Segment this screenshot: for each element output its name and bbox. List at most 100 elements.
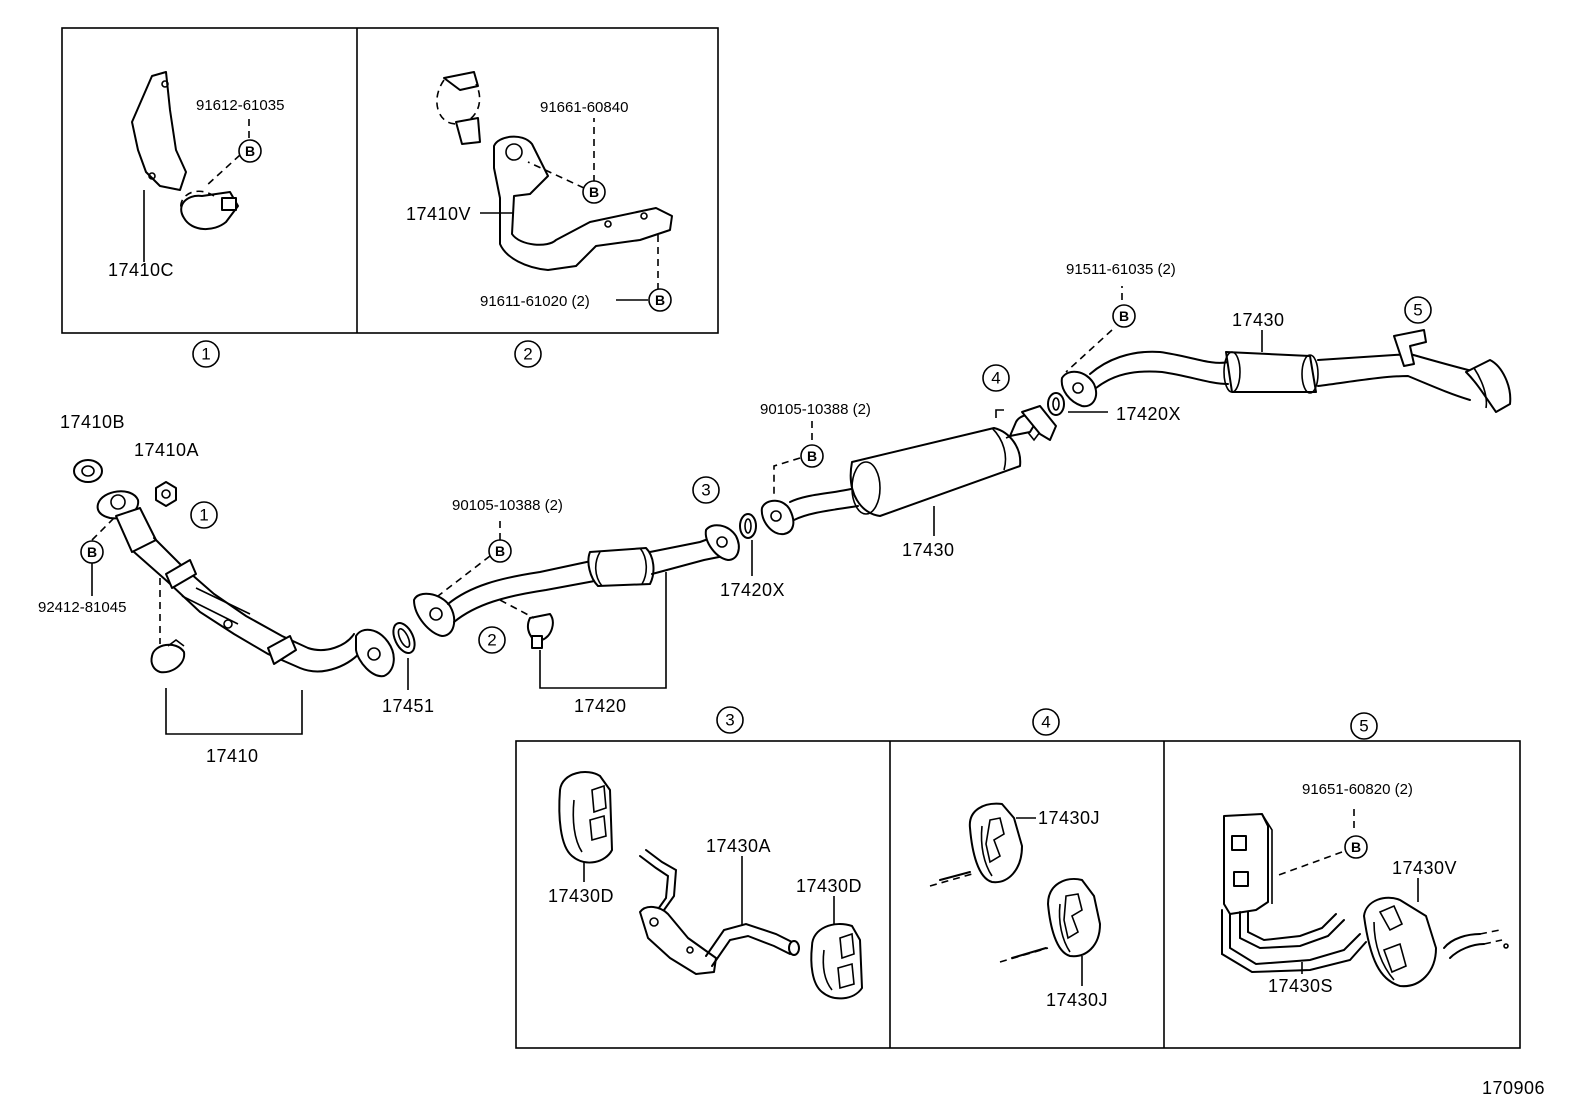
bracket-line-17420 [539, 572, 667, 689]
insulator-rod-a-solid [939, 871, 971, 881]
bolt-callout: B [80, 540, 104, 564]
label-90105-10388-b: 90105-10388 (2) [760, 401, 871, 418]
bolt-callout: B [238, 139, 262, 163]
svg-text:3: 3 [725, 711, 734, 730]
label-91511-61035: 91511-61035 (2) [1066, 261, 1176, 278]
label-17430-a: 17430 [902, 540, 955, 560]
svg-text:B: B [655, 292, 665, 308]
svg-text:B: B [1119, 308, 1129, 324]
leader-92412-81045 [91, 515, 117, 541]
svg-text:2: 2 [487, 631, 496, 650]
front-pipe-17410 [96, 490, 395, 678]
tail-tube-stub [1443, 933, 1485, 959]
label-91651-60820: 91651-60820 (2) [1302, 781, 1413, 798]
muffler-17430 [760, 405, 1057, 536]
label-17410c: 17410C [108, 260, 174, 280]
label-17430-b: 17430 [1232, 310, 1285, 330]
hanger-17430d-b [810, 923, 863, 1000]
svg-text:3: 3 [701, 481, 710, 500]
svg-text:4: 4 [991, 369, 1000, 388]
label-17410v: 17410V [406, 204, 471, 224]
bolt-callout: B [1344, 835, 1368, 859]
label-17410: 17410 [206, 746, 259, 766]
label-91611-61020: 91611-61020 (2) [480, 293, 590, 310]
label-17430j-b: 17430J [1046, 990, 1108, 1010]
svg-text:B: B [807, 448, 817, 464]
clamp-17410-lower [150, 639, 186, 674]
bracket-17410c [131, 71, 239, 230]
callout-5: 5 [1350, 712, 1378, 740]
bracket-17430s [1221, 813, 1367, 974]
clamp-17420 [526, 613, 554, 649]
callout-1: 1 [192, 340, 220, 368]
label-17430j-a: 17430J [1038, 808, 1100, 828]
callout-2: 2 [478, 626, 506, 654]
clamp-upper [436, 71, 481, 145]
label-17451: 17451 [382, 696, 435, 716]
label-17420: 17420 [574, 696, 627, 716]
svg-text:4: 4 [1041, 713, 1050, 732]
svg-text:5: 5 [1359, 717, 1368, 736]
bracket-line-17410 [165, 688, 303, 735]
detail-box-3-4-5 [515, 740, 1521, 1049]
label-92412-81045: 92412-81045 [38, 599, 126, 616]
leader-91511-61035 [1065, 286, 1123, 373]
svg-text:1: 1 [199, 506, 208, 525]
svg-text:B: B [87, 544, 97, 560]
label-90105-10388-a: 90105-10388 (2) [452, 497, 563, 514]
bolt-callout: B [582, 180, 606, 204]
label-91661-60840: 91661-60840 [540, 99, 628, 116]
bolt-callout: B [800, 444, 824, 468]
center-pipe-17420 [413, 524, 740, 637]
nut-17410a [155, 481, 177, 507]
label-17430d-a: 17430D [548, 886, 614, 906]
detail-box-1-2 [61, 27, 719, 334]
label-17430a: 17430A [706, 836, 771, 856]
hanger-17430a [639, 849, 800, 975]
bolt-callout: B [648, 288, 672, 312]
svg-text:B: B [495, 543, 505, 559]
insulator-rod-a [929, 873, 973, 887]
svg-text:B: B [245, 143, 255, 159]
diagram-code: 170906 [1482, 1078, 1545, 1098]
hanger-17430d-a [558, 771, 613, 864]
bolt-callout: B [1112, 304, 1136, 328]
label-17410b: 17410B [60, 412, 125, 432]
callout-3: 3 [716, 706, 744, 734]
bracket-17410v [493, 135, 673, 271]
tail-pipe-17430 [1060, 329, 1512, 413]
gasket-17420x-b [1047, 392, 1065, 416]
callout-3: 3 [692, 476, 720, 504]
leader-clamp-17420 [499, 599, 535, 619]
leader-90105-10388-a [437, 518, 501, 597]
label-17420x-a: 17420X [720, 580, 785, 600]
tail-tube-stub-dash [1479, 929, 1503, 945]
label-91612-61035: 91612-61035 [196, 97, 284, 114]
gasket-17451 [392, 622, 416, 654]
svg-text:B: B [1351, 839, 1361, 855]
label-17430s: 17430S [1268, 976, 1333, 996]
gasket-17420x-a [739, 513, 757, 539]
svg-text:1: 1 [201, 345, 210, 364]
svg-text:5: 5 [1413, 301, 1422, 320]
tail-dot [1503, 943, 1509, 949]
hanger-17430j-b [1047, 878, 1101, 958]
label-17430d-b: 17430D [796, 876, 862, 896]
callout-4: 4 [1032, 708, 1060, 736]
callout-5: 5 [1404, 296, 1432, 324]
bolt-callout: B [488, 539, 512, 563]
hanger-17430j-a [968, 802, 1023, 884]
gasket-17410b [73, 459, 103, 483]
label-17410a: 17410A [134, 440, 199, 460]
callout-4: 4 [982, 364, 1010, 392]
insulator-rod-b-solid [1011, 947, 1047, 959]
hanger-17430v [1363, 896, 1437, 988]
label-17430v: 17430V [1392, 858, 1457, 878]
label-17420x-b: 17420X [1116, 404, 1181, 424]
callout-2: 2 [514, 340, 542, 368]
svg-text:B: B [589, 184, 599, 200]
callout-1: 1 [190, 501, 218, 529]
leader-90105-10388-b [773, 418, 813, 496]
svg-text:2: 2 [523, 345, 532, 364]
